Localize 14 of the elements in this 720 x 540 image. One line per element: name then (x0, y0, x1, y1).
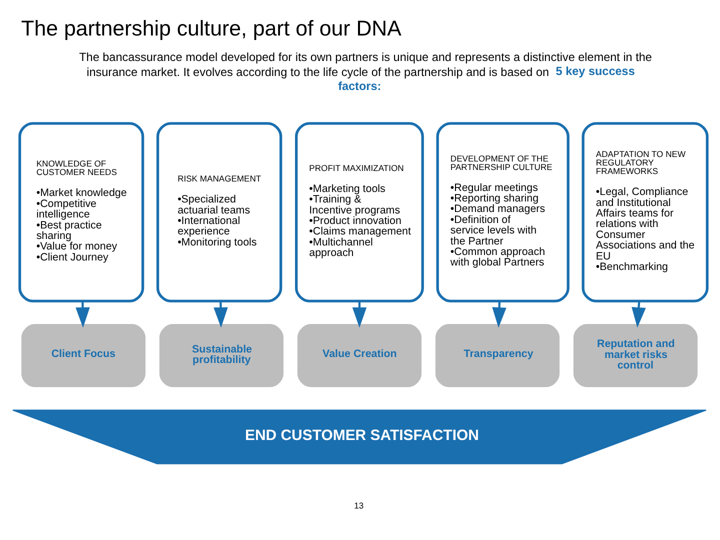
label: The bancassurance model developed for its own partners is unique and represents a distinctive element in the insurance market. It evolves according to the life cycle of the partnership and is based on 5 key success factors: (79, 51, 652, 94)
label: 13 (354, 500, 364, 510)
node-box: ADAPTATION TO NEW REGULATORY FRAMEWORKS •Legal, Compliance and Institutional Affairs teams for relations with Consumer Associations and the EU •Benchmarking (582, 122, 709, 302)
node-box: Reputation and market risks control (573, 324, 698, 388)
node-box: Value Creation (297, 324, 422, 388)
node-box: Sustainable profitability (159, 324, 284, 388)
arrow (214, 301, 228, 328)
node-box: Client Focus (21, 324, 146, 388)
node-box: DEVELOPMENT OF THE PARTNERSHIP CULTURE •Regular meetings •Reporting sharing •Demand managers •Definition of service levels with the Partner •Common approach with global Partners (436, 122, 570, 302)
node-box: Transparency (435, 324, 560, 388)
node-box: PROFIT MAXIMIZATION •Marketing tools •Training & Incentive programs •Product innovation •Claims management •Multichannel approach (295, 122, 424, 302)
node-box: RISK MANAGEMENT •Specialized actuarial teams •International experience •Monitoring tools (156, 122, 282, 302)
node-box: KNOWLEDGE OF CUSTOMER NEEDS •Market knowledge •Competitive intelligence •Best practice sharing •Value for money •Client Journey (18, 122, 144, 302)
diagram-title: The partnership culture, part of our DNA (21, 16, 402, 41)
